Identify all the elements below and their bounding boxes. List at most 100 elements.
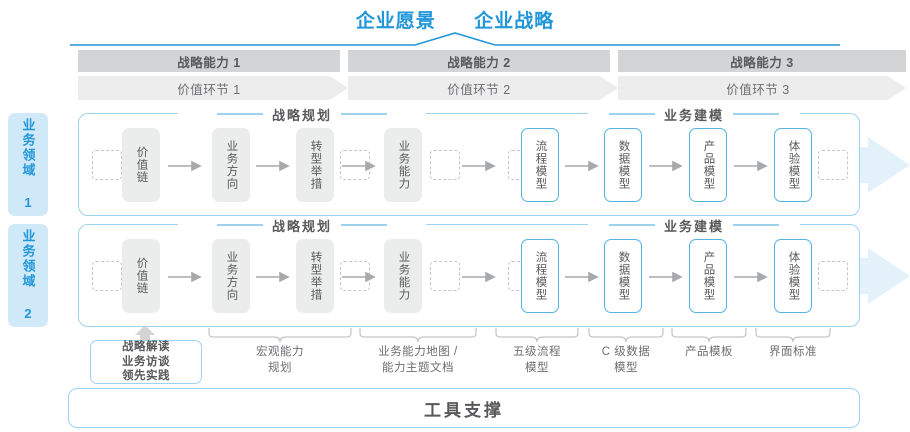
flow-node-product-model-1[interactable]: 产品模型 <box>689 128 727 202</box>
connector-arrow <box>256 159 290 172</box>
value-link-segment-2: 价值环节 2 <box>348 76 610 100</box>
value-link-label-1: 价值环节 1 <box>177 82 241 97</box>
flow-node-data-model-1[interactable]: 数据模型 <box>604 128 642 202</box>
domain-label-1: 业务领域 1 <box>20 117 36 212</box>
section-header-modeling-1: 业务建模 <box>588 104 800 124</box>
flow-node-data-model-2[interactable]: 数据模型 <box>604 239 642 313</box>
section-header-modeling-2: 业务建模 <box>588 215 800 235</box>
flow-node-label: 流程模型 <box>534 251 547 301</box>
tool-bracket-5 <box>668 328 750 343</box>
section-title-modeling-1: 业务建模 <box>654 104 733 124</box>
flow-node-label: 价值链 <box>135 257 148 295</box>
flow-node-value-chain-2[interactable]: 价值链 <box>122 239 160 313</box>
flow-node-business-direction-1[interactable]: 业务方向 <box>212 128 250 202</box>
section-rule-right <box>341 113 387 115</box>
section-rule-left <box>608 113 655 115</box>
flow-node-experience-model-1[interactable]: 体验模型 <box>774 128 812 202</box>
flow-node-label: 价值链 <box>135 146 148 184</box>
connector-arrow <box>342 159 376 172</box>
flow-node-transformation-measures-1[interactable]: 转型举措 <box>296 128 334 202</box>
tool-label-2: 业务能力地图 / 能力主题文档 <box>378 346 458 374</box>
connector-arrow <box>462 159 496 172</box>
placeholder-slot <box>430 150 460 180</box>
connector-arrow <box>565 159 599 172</box>
section-rule-right <box>733 224 779 226</box>
value-link-segment-1: 价值环节 1 <box>78 76 340 100</box>
top-title-group: 企业愿景 企业战略 <box>0 6 910 33</box>
tool-bracket-2 <box>356 328 480 343</box>
connector-arrow <box>168 270 202 283</box>
tool-support-title: 工具支撑 <box>424 400 504 420</box>
connector-arrow <box>649 270 683 283</box>
tool-bracket-1 <box>205 328 355 343</box>
tool-support-container: 工具支撑 <box>68 388 860 428</box>
flow-node-product-model-2[interactable]: 产品模型 <box>689 239 727 313</box>
connector-arrow <box>342 270 376 283</box>
flow-node-label: 数据模型 <box>617 140 630 190</box>
sidebar-item-domain-1[interactable]: 业务领域 1 <box>8 113 48 216</box>
value-link-segment-3: 价值环节 3 <box>618 76 898 100</box>
placeholder-slot <box>92 261 122 291</box>
connector-arrow <box>256 270 290 283</box>
flow-node-label: 转型举措 <box>309 140 322 190</box>
domain-label-2: 业务领域 2 <box>20 228 36 323</box>
section-title-planning-1: 战略规划 <box>262 104 341 124</box>
value-link-label-3: 价值环节 3 <box>726 82 790 97</box>
flow-node-label: 业务方向 <box>225 140 238 190</box>
tool-highlight-label: 战略解读 业务访谈 领先实践 <box>122 340 170 383</box>
title-connector-line <box>70 32 840 48</box>
flow-node-label: 业务能力 <box>397 251 410 301</box>
section-header-planning-2: 战略规划 <box>178 215 426 235</box>
sidebar-item-domain-2[interactable]: 业务领域 2 <box>8 224 48 327</box>
tool-label-1: 宏观能力 规划 <box>256 346 304 374</box>
flow-node-label: 转型举措 <box>309 251 322 301</box>
tool-label-6: 界面标准 <box>769 346 817 358</box>
capability-segment-2: 战略能力 2 <box>348 50 610 72</box>
flow-node-business-capability-1[interactable]: 业务能力 <box>384 128 422 202</box>
tool-label-3: 五级流程 模型 <box>513 346 561 374</box>
placeholder-slot <box>818 150 848 180</box>
flow-node-label: 产品模型 <box>702 251 715 301</box>
flow-node-label: 流程模型 <box>534 140 547 190</box>
tool-bracket-3 <box>492 328 582 343</box>
capability-label-2: 战略能力 2 <box>447 55 511 70</box>
flow-node-business-direction-2[interactable]: 业务方向 <box>212 239 250 313</box>
flow-node-label: 体验模型 <box>787 251 800 301</box>
connector-arrow <box>734 159 768 172</box>
section-title-modeling-2: 业务建模 <box>654 215 733 235</box>
flow-node-experience-model-2[interactable]: 体验模型 <box>774 239 812 313</box>
tool-highlight-box[interactable]: 战略解读 业务访谈 领先实践 <box>90 340 202 384</box>
capability-label-3: 战略能力 3 <box>730 55 794 70</box>
capability-segment-1: 战略能力 1 <box>78 50 340 72</box>
capability-bar-row: 战略能力 1 战略能力 2 战略能力 3 <box>78 50 906 72</box>
flow-node-business-capability-2[interactable]: 业务能力 <box>384 239 422 313</box>
flow-node-label: 产品模型 <box>702 140 715 190</box>
section-title-planning-2: 战略规划 <box>262 215 341 235</box>
flow-node-label: 数据模型 <box>617 251 630 301</box>
tool-label-4: C 级数据 模型 <box>601 346 651 374</box>
section-rule-left <box>608 224 655 226</box>
placeholder-slot <box>92 150 122 180</box>
flow-node-process-model-2[interactable]: 流程模型 <box>521 239 559 313</box>
flow-node-process-model-1[interactable]: 流程模型 <box>521 128 559 202</box>
section-rule-left <box>216 224 263 226</box>
domain-band-2 <box>78 224 860 327</box>
flow-node-transformation-measures-2[interactable]: 转型举措 <box>296 239 334 313</box>
capability-label-1: 战略能力 1 <box>177 55 241 70</box>
tool-bracket-6 <box>752 328 834 343</box>
placeholder-slot <box>430 261 460 291</box>
flow-node-value-chain-1[interactable]: 价值链 <box>122 128 160 202</box>
tool-label-5: 产品模板 <box>685 346 733 358</box>
value-link-row: 价值环节 1 价值环节 2 价值环节 3 <box>78 76 906 100</box>
connector-arrow <box>168 159 202 172</box>
connector-arrow <box>734 270 768 283</box>
tool-bracket-4 <box>585 328 667 343</box>
flow-node-label: 业务方向 <box>225 251 238 301</box>
connector-arrow <box>649 159 683 172</box>
tool-uplink-arrow <box>128 325 162 343</box>
enterprise-vision-title: 企业愿景 <box>355 11 436 32</box>
connector-arrow <box>462 270 496 283</box>
capability-segment-3: 战略能力 3 <box>618 50 906 72</box>
section-rule-right <box>733 113 779 115</box>
